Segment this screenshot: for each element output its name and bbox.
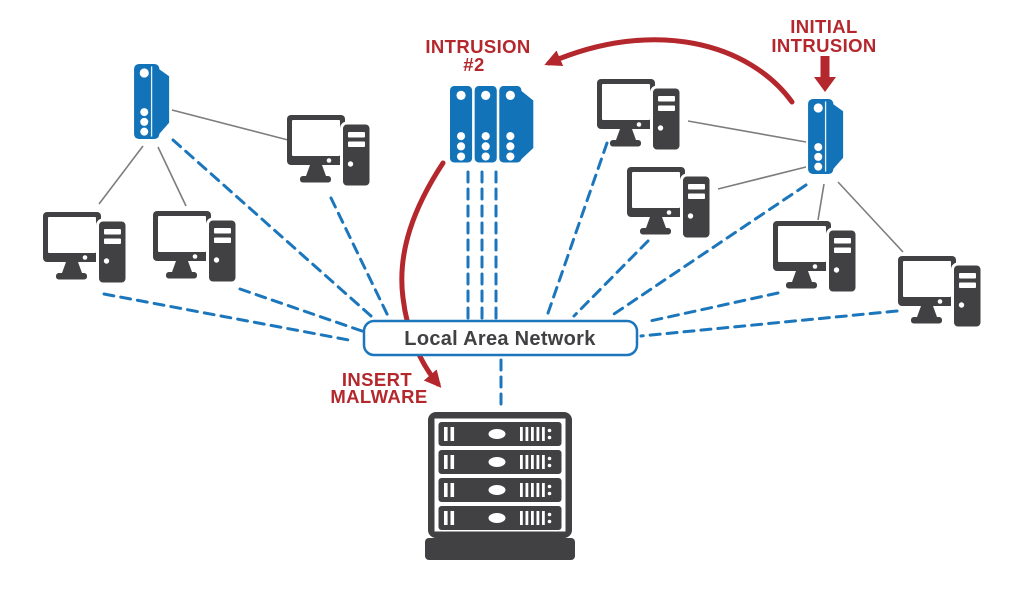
lan-dashed-links [102,138,899,411]
desktop-computer-icon [627,167,711,239]
initial-intrusion-label-line1: INITIAL [790,16,858,37]
desktop-computer-icon [898,256,982,328]
initial-intrusion-label: INITIAL INTRUSION [771,16,876,56]
intrusion-2-label: INTRUSION #2 [425,36,530,75]
dashed-lan-line [238,287,364,333]
insert-malware-label: INSERT MALWARE [330,369,427,407]
connection-line [157,146,187,207]
dashed-lan-line [648,291,780,323]
dashed-lan-line [572,239,650,318]
connection-line [817,183,825,221]
lan-label: Local Area Network [404,328,596,350]
dashed-lan-line [639,309,899,338]
dashed-lan-line [171,138,373,318]
initial-intrusion-label-line2: INTRUSION [771,35,876,56]
lan-box [362,319,639,357]
dashed-lan-line [329,196,390,318]
left-server-icon [134,64,170,139]
connection-line [717,166,807,190]
devices [43,64,982,560]
dashed-lan-line [102,292,356,343]
insert-malware-label-line2: MALWARE [330,386,427,407]
connection-line [171,109,289,141]
intrusion-spread-arrow [544,37,795,105]
connection-line [837,181,904,253]
server-rack-icon [425,412,575,560]
intrusion-2-label-line2: #2 [463,54,484,75]
dashed-lan-line [609,183,808,318]
network-links [98,109,904,253]
desktop-computer-icon [597,79,681,151]
right-server-icon [808,99,844,174]
dashed-lan-line [545,141,609,318]
connection-line [98,145,144,205]
insert-malware-label-line1: INSERT [342,369,413,390]
desktop-computer-icon [153,211,237,283]
desktop-computer-icon [773,221,857,293]
initial-intrusion-arrow [814,56,836,92]
desktop-computer-icon [43,212,127,284]
intrusion-2-label-line1: INTRUSION [425,36,530,57]
insert-malware-arrow [399,160,446,388]
connection-line [687,120,807,143]
desktop-computer-icon [287,115,371,187]
lan-node: Local Area Network [362,319,639,357]
server-cluster-icon [450,86,534,163]
